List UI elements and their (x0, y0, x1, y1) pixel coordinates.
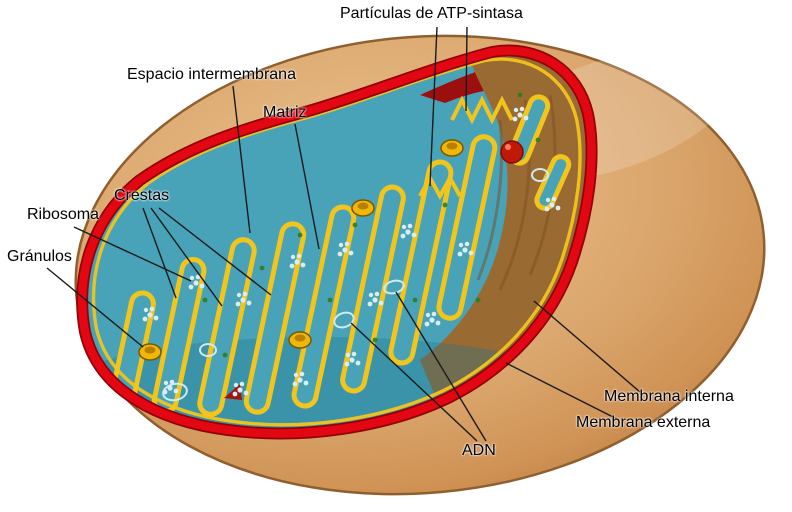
label-matriz: Matriz (263, 104, 307, 121)
ribosome-cluster (544, 196, 561, 212)
leader-line (46, 267, 144, 348)
dna-loop (333, 311, 355, 329)
leader-line (158, 207, 272, 296)
dna-loop (162, 382, 188, 402)
granule (138, 343, 162, 361)
leader-line (232, 85, 251, 234)
ribosome-cluster (232, 381, 249, 397)
ribosome-cluster (344, 351, 361, 367)
label-ribosoma: Ribosoma (27, 206, 100, 223)
leader-line (142, 207, 177, 299)
leader-line (350, 322, 478, 442)
ribosome-cluster (512, 106, 529, 122)
leader-line (294, 123, 320, 250)
granule (288, 331, 312, 349)
dna-loops (162, 168, 549, 402)
label-espacio-intermembrana: Espacio intermembrana (127, 66, 296, 83)
leader-line (429, 26, 438, 187)
label-crestas: Crestas (114, 187, 170, 204)
leader-line (533, 300, 641, 393)
ribosome-cluster (457, 241, 474, 257)
ribosome-cluster (235, 291, 252, 307)
ribosome-cluster (289, 253, 306, 269)
red-particle (500, 140, 524, 164)
ribosome-cluster (188, 274, 205, 290)
ribosome-cluster (400, 223, 417, 239)
crista-fold (243, 221, 307, 415)
granule (351, 199, 375, 217)
label-membrana-externa: Membrana externa (576, 414, 711, 431)
dna-loop (531, 168, 549, 182)
red-particles (224, 140, 524, 400)
leader-line (150, 207, 223, 307)
ribosome-cluster (367, 291, 384, 307)
leader-lines (46, 26, 641, 442)
leader-line (505, 362, 618, 420)
leader-line (73, 226, 192, 282)
crista-fold (340, 184, 406, 394)
ribosome-cluster (142, 306, 159, 322)
crista-fold (388, 159, 454, 366)
ribosome-clusters (142, 106, 561, 397)
green-dots (202, 92, 541, 358)
leader-line (465, 26, 468, 112)
label-adn: ADN (462, 442, 496, 459)
outer-membrane (76, 44, 598, 440)
atp-synthase-particles (418, 95, 514, 201)
dna-loop (383, 279, 405, 295)
granules (138, 139, 464, 361)
label-atp-sintasa: Partículas de ATP-sintasa (340, 5, 523, 22)
crista-fold (291, 204, 357, 409)
ribosome-cluster (337, 241, 354, 257)
label-membrana-interna: Membrana interna (604, 388, 734, 405)
ribosome-cluster (162, 379, 179, 395)
dna-loop (199, 343, 217, 357)
crista-fold (436, 134, 498, 321)
leader-line (395, 291, 487, 442)
label-granulos: Gránulos (7, 248, 72, 265)
ribosome-cluster (292, 371, 309, 387)
inner-membrane (91, 57, 582, 427)
crista-fold (197, 237, 257, 417)
ribosome-cluster (424, 311, 441, 327)
red-particle (224, 384, 242, 400)
granule (440, 139, 464, 157)
